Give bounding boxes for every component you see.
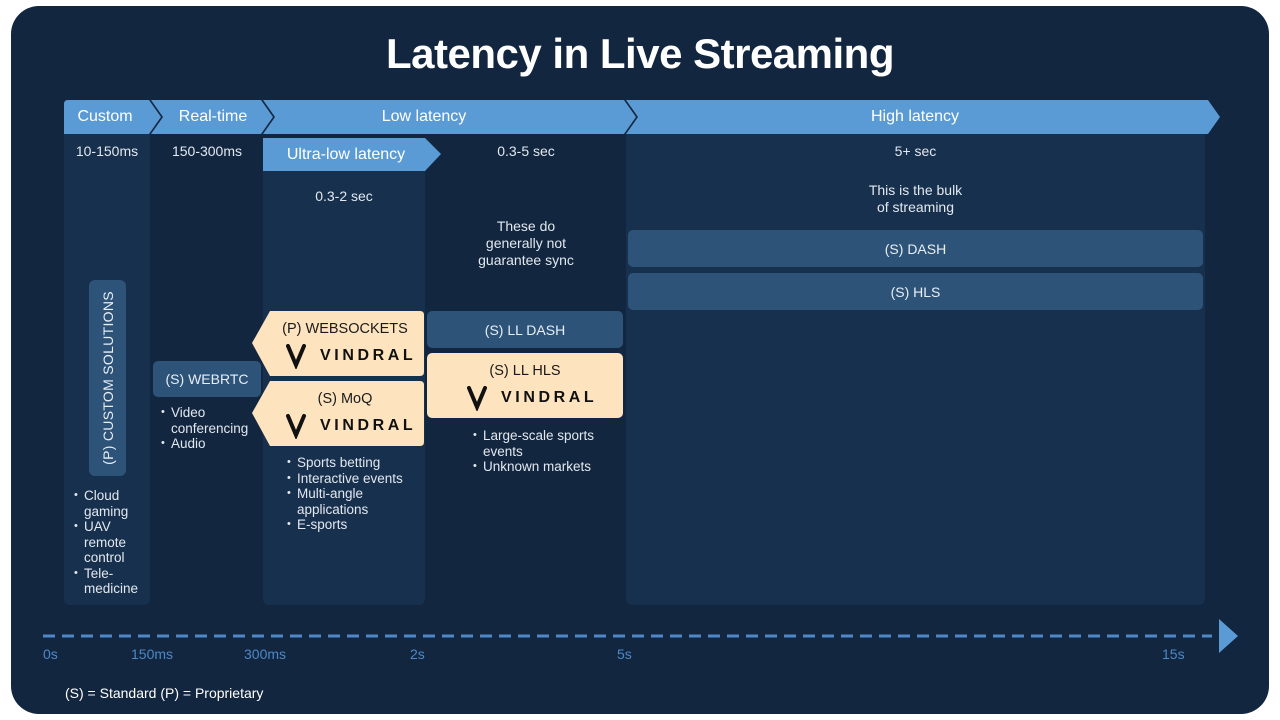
use-cases-realtime: Video conferencing Audio xyxy=(161,405,261,452)
protocol-ll-hls-label: (S) LL HLS xyxy=(489,363,561,379)
header-segment-low xyxy=(263,100,636,134)
protocol-custom-solutions: (P) CUSTOM SOLUTIONS xyxy=(89,280,126,476)
range-low: 0.3-5 sec xyxy=(497,143,555,159)
protocol-webrtc-label: (S) WEBRTC xyxy=(165,371,249,387)
use-case-item: Large-scale sports events xyxy=(473,428,603,459)
note-low-line: generally not xyxy=(485,235,567,251)
arrow-right-icon xyxy=(1219,619,1238,653)
protocol-ll-dash-label: (S) LL DASH xyxy=(484,321,566,338)
header-segment-custom xyxy=(64,100,161,134)
protocol-hls-label: (S) HLS xyxy=(890,283,941,300)
header-custom: Custom xyxy=(77,108,133,125)
header-segment-high xyxy=(626,100,1220,134)
header-realtime: Real-time xyxy=(178,108,248,125)
range-custom: 10-150ms xyxy=(75,143,139,159)
sub-header-ultra-low xyxy=(263,138,441,171)
range-ultra-low: 0.3-2 sec xyxy=(315,188,373,204)
axis-tick: 2s xyxy=(410,646,425,662)
note-high-line: of streaming xyxy=(876,199,955,215)
use-cases-low: Large-scale sports events Unknown market… xyxy=(473,428,603,475)
vindral-logo: VINDRAL xyxy=(465,385,597,411)
vindral-wordmark: VINDRAL xyxy=(320,417,417,434)
axis-tick: 300ms xyxy=(244,646,287,662)
legend: (S) = Standard (P) = Proprietary xyxy=(65,685,264,701)
protocol-dash-label: (S) DASH xyxy=(884,240,947,257)
vindral-logo: VINDRAL xyxy=(284,413,416,439)
note-low-line: guarantee sync xyxy=(478,252,574,268)
use-case-item: Multi-angle applications xyxy=(287,486,419,517)
range-realtime: 150-300ms xyxy=(171,143,243,159)
use-case-item: Interactive events xyxy=(287,471,419,487)
protocol-dash: (S) DASH xyxy=(628,230,1203,267)
use-case-item: Tele-medicine xyxy=(74,566,148,597)
vindral-logo: VINDRAL xyxy=(284,343,416,369)
page-title: Latency in Live Streaming xyxy=(386,30,895,77)
header-segment-realtime xyxy=(151,100,273,134)
protocol-hls: (S) HLS xyxy=(628,273,1203,310)
protocol-moq-label: (S) MoQ xyxy=(317,391,373,407)
protocol-ll-dash: (S) LL DASH xyxy=(427,311,623,348)
use-case-item: UAV remote control xyxy=(74,519,148,566)
note-low-line: These do xyxy=(496,218,556,234)
header-high: High latency xyxy=(870,108,960,125)
use-case-item: Cloud gaming xyxy=(74,488,148,519)
column-high xyxy=(626,134,1205,605)
axis-tick: 0s xyxy=(43,646,58,662)
axis-tick: 5s xyxy=(617,646,632,662)
use-case-item: Sports betting xyxy=(287,455,419,471)
use-case-item: E-sports xyxy=(287,517,419,533)
vindral-wordmark: VINDRAL xyxy=(501,389,598,406)
use-cases-ultra-low: Sports betting Interactive events Multi-… xyxy=(287,455,419,533)
protocol-custom-solutions-label: (P) CUSTOM SOLUTIONS xyxy=(99,291,116,465)
axis-tick: 150ms xyxy=(131,646,174,662)
axis-tick: 15s xyxy=(1162,646,1185,662)
note-high-line: This is the bulk xyxy=(868,182,963,198)
vindral-box-ll-hls: (S) LL HLS VINDRAL xyxy=(427,353,623,418)
protocol-webrtc: (S) WEBRTC xyxy=(153,361,261,397)
vindral-box-moq: (S) MoQ VINDRAL xyxy=(252,381,424,446)
use-cases-custom: Cloud gaming UAV remote control Tele-med… xyxy=(74,488,148,597)
header-low: Low latency xyxy=(381,108,467,125)
range-high: 5+ sec xyxy=(894,143,937,159)
vindral-logo-icon xyxy=(286,344,306,369)
use-case-item: Audio xyxy=(161,436,261,452)
protocol-websockets-label: (P) WEBSOCKETS xyxy=(282,321,408,337)
note-low: These do generally not guarantee sync xyxy=(427,218,625,269)
use-case-item: Unknown markets xyxy=(473,459,603,475)
vindral-box-websockets: (P) WEBSOCKETS VINDRAL xyxy=(252,311,424,376)
sub-header-ultra-low-label: Ultra-low latency xyxy=(286,146,406,163)
vindral-logo-icon xyxy=(286,414,306,439)
use-case-item: Video conferencing xyxy=(161,405,261,436)
vindral-wordmark: VINDRAL xyxy=(320,347,417,364)
note-high: This is the bulk of streaming xyxy=(626,182,1205,216)
vindral-logo-icon xyxy=(467,386,487,411)
